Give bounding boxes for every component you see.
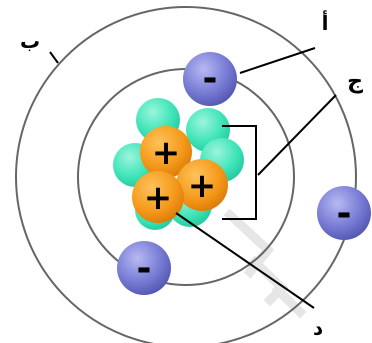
label-d: د bbox=[313, 316, 323, 340]
proton bbox=[132, 171, 184, 223]
label-c: ج bbox=[347, 69, 363, 94]
outer-orbit bbox=[15, 6, 357, 343]
pointer-line-c bbox=[257, 94, 337, 176]
nucleus: + + + bbox=[113, 98, 244, 230]
proton bbox=[140, 126, 192, 178]
electron: - bbox=[117, 241, 171, 295]
electron: - bbox=[183, 52, 237, 106]
electron-sign: - bbox=[337, 193, 352, 234]
proton-sign: + bbox=[144, 178, 173, 218]
proton bbox=[176, 159, 228, 211]
electron-sign: - bbox=[137, 248, 152, 289]
proton-sign: + bbox=[152, 133, 181, 173]
nucleus-bracket bbox=[222, 125, 257, 220]
watermark bbox=[223, 208, 307, 319]
pointer-line-a bbox=[239, 47, 316, 74]
pointer-line-b bbox=[49, 51, 59, 64]
electron-sign: - bbox=[203, 58, 218, 99]
proton-sign: + bbox=[188, 166, 217, 206]
electron: - bbox=[317, 186, 371, 240]
label-a: أ bbox=[322, 9, 329, 35]
pointer-line-d bbox=[175, 212, 315, 309]
label-b: ب bbox=[20, 29, 40, 53]
